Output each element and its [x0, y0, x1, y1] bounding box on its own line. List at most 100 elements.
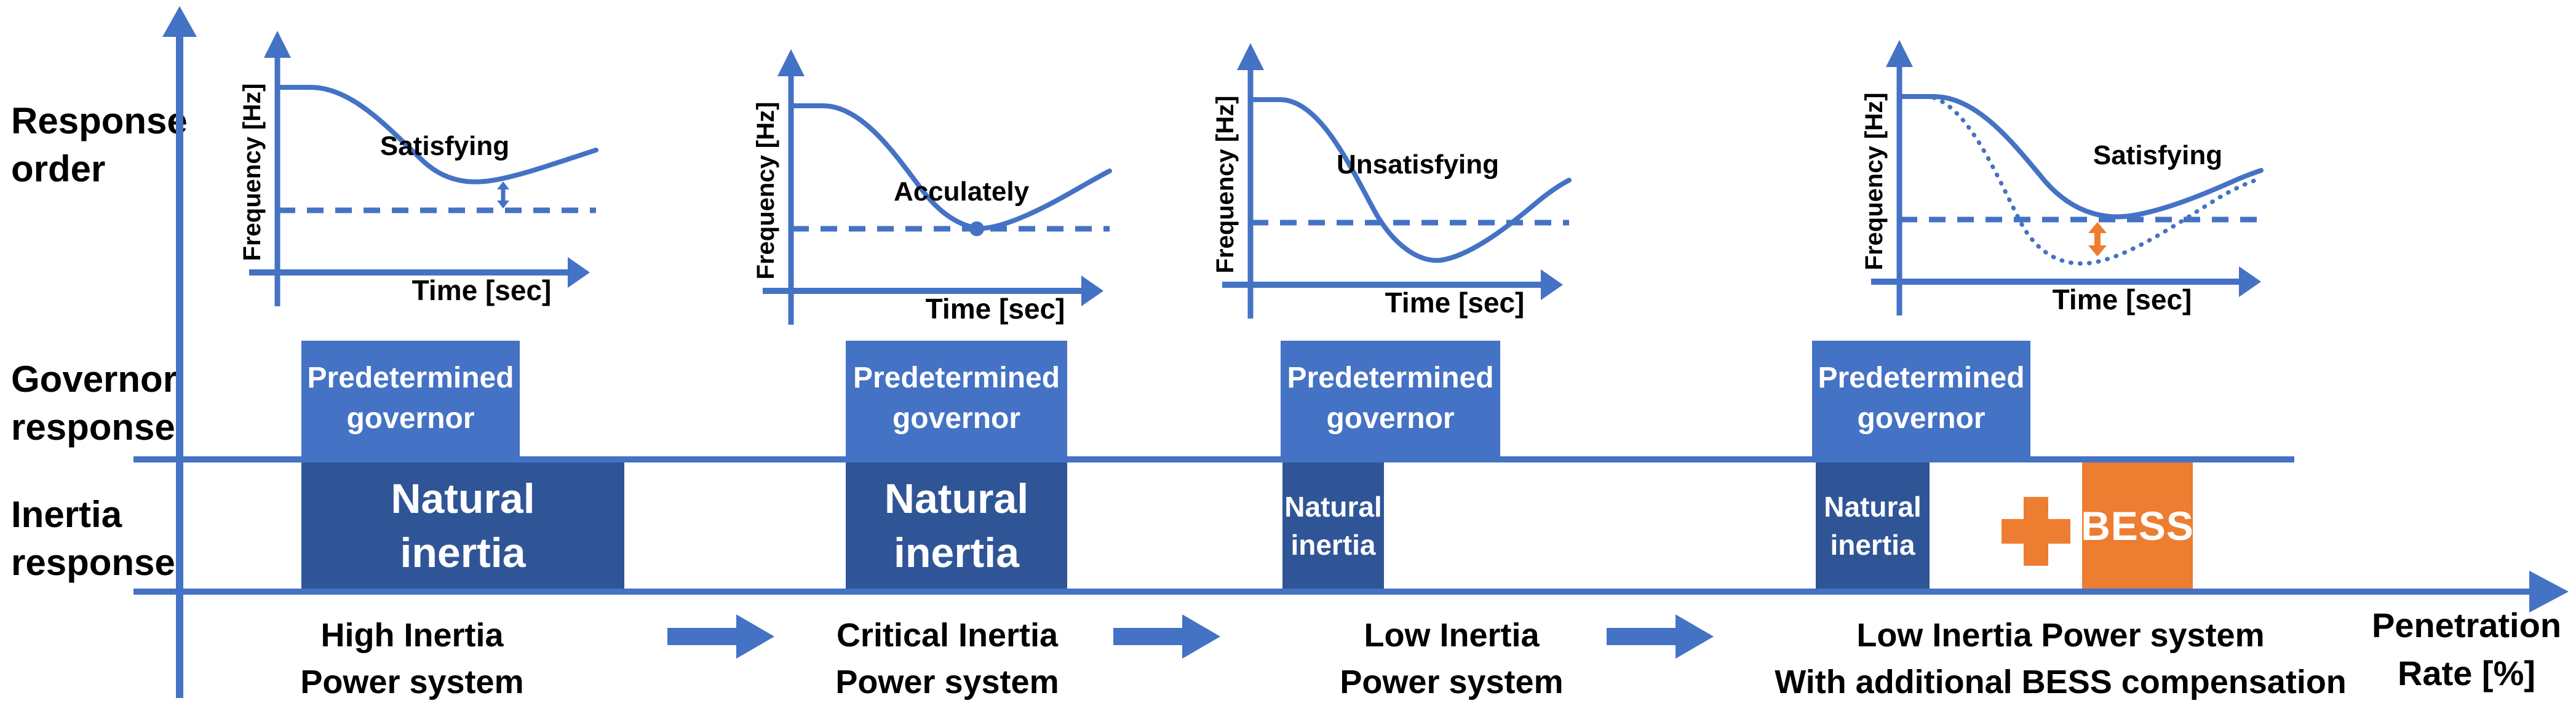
arrow-head [1676, 614, 1714, 659]
arrow-head [1182, 614, 1220, 659]
chart-xlabel: Time [sec] [1385, 287, 1525, 319]
governor-box-line1: Predetermined [1818, 362, 2025, 394]
transition-arrow-icon-3 [1607, 614, 1714, 659]
arrow-body [667, 628, 736, 645]
inertia-box-line2: inertia [893, 529, 1020, 576]
governor-box-line1: Predetermined [853, 362, 1060, 394]
nadir-dot-icon [969, 221, 984, 236]
inertia-box-line2: inertia [400, 529, 526, 576]
inertia-box-group3: Natural inertia [1282, 462, 1384, 589]
arrow-body [1607, 628, 1676, 645]
inertia-box-group1: Natural inertia [301, 462, 624, 589]
governor-box-group2: Predetermined governor [846, 341, 1067, 456]
inertia-box-line1: Natural [1824, 490, 1922, 523]
frequency-chart-high-inertia: Frequency [Hz] Time [sec] Satisfying [242, 31, 598, 306]
caption-line1: Low Inertia Power system [1856, 617, 2265, 654]
right-arrow-icon [2529, 571, 2569, 613]
chart-xaxis-arrow-icon [568, 257, 590, 288]
frequency-chart-low-inertia: Frequency [Hz] Time [sec] Unsatisfying [1215, 43, 1572, 319]
chart-xlabel: Time [sec] [412, 274, 552, 306]
arrow-body [1113, 628, 1182, 645]
up-arrow-icon [162, 6, 197, 37]
governor-box-line2: governor [346, 402, 475, 435]
inertia-box-line1: Natural [391, 475, 535, 522]
governor-box-line2: governor [1326, 402, 1455, 435]
bess-compensation-arrow-down-icon [2088, 245, 2107, 256]
chart-yaxis-arrow-icon [1237, 43, 1264, 70]
governor-box-line1: Predetermined [1287, 362, 1494, 394]
inertia-box-line2: inertia [1290, 528, 1376, 561]
chart-annotation: Satisfying [380, 131, 509, 161]
governor-box-group1: Predetermined governor [301, 341, 520, 456]
chart-xaxis-arrow-icon [1541, 269, 1563, 300]
caption-line2: Power system [1340, 664, 1564, 700]
caption-group3: Low Inertia Power system [1340, 612, 1563, 705]
penetration-axis-line [133, 589, 2532, 595]
chart-yaxis-arrow-icon [1886, 40, 1913, 67]
penetration-rate-line1: Penetration [2371, 606, 2562, 645]
caption-group1: High Inertia Power system [300, 612, 523, 705]
chart-ylabel: Frequency [Hz] [1864, 93, 1888, 271]
inertia-box-group2: Natural inertia [846, 462, 1067, 589]
chart-annotation: Unsatisfying [1337, 149, 1499, 180]
frequency-curve [789, 103, 1112, 231]
chart-ylabel: Frequency [Hz] [1215, 96, 1239, 274]
bess-box-label: BESS [2081, 502, 2194, 549]
inertia-response-line1: Inertia [11, 494, 122, 535]
governor-box-group3: Predetermined governor [1281, 341, 1500, 456]
caption-group2: Critical Inertia Power system [835, 612, 1059, 705]
compensated-frequency-curve [1897, 94, 2264, 220]
inertia-response-line2: response [11, 542, 175, 583]
plus-icon [2002, 497, 2070, 566]
transition-arrow-icon-2 [1113, 614, 1220, 659]
frequency-chart-bess-compensated: Frequency [Hz] Time [sec] Satisfying [1864, 40, 2264, 315]
caption-line1: Low Inertia [1364, 617, 1540, 654]
arrow-head [736, 614, 774, 659]
response-order-axis [176, 34, 183, 698]
transition-arrow-icon-1 [667, 614, 774, 659]
caption-line2: With additional BESS compensation [1775, 664, 2347, 700]
penetration-rate-line2: Rate [%] [2397, 654, 2536, 692]
response-order-line2: order [11, 148, 106, 189]
inertia-box-line1: Natural [884, 475, 1029, 522]
inertia-box-line1: Natural [1284, 490, 1382, 523]
plus-icon-horizontal-bar [2002, 519, 2070, 544]
chart-yaxis-arrow-icon [777, 49, 805, 76]
inertia-box-line2: inertia [1830, 528, 1915, 561]
inertia-box-group4: Natural inertia [1816, 462, 1930, 589]
nadir-gap-arrow-up-icon [497, 181, 509, 189]
chart-annotation: Satisfying [2093, 140, 2222, 170]
governor-response-line2: response [11, 407, 175, 448]
chart-annotation: Acculately [894, 177, 1030, 207]
bess-compensation-arrow-up-icon [2088, 222, 2107, 233]
nadir-gap-arrow-down-icon [497, 200, 509, 208]
governor-box-line2: governor [892, 402, 1021, 435]
frequency-curve [275, 85, 598, 184]
caption-group4: Low Inertia Power system With additional… [1775, 612, 2347, 705]
caption-line1: High Inertia [320, 617, 504, 654]
response-order-label: Response order [11, 97, 188, 193]
caption-line2: Power system [835, 664, 1059, 700]
chart-yaxis-arrow-icon [264, 31, 291, 58]
governor-box-group4: Predetermined governor [1812, 341, 2030, 456]
frequency-chart-critical-inertia: Frequency [Hz] Time [sec] Acculately [755, 49, 1112, 325]
inertia-response-label: Inertia response [11, 491, 175, 587]
chart-xlabel: Time [sec] [926, 293, 1065, 325]
governor-inertia-divider-line [133, 456, 2294, 462]
caption-line2: Power system [300, 664, 524, 700]
caption-line1: Critical Inertia [836, 617, 1059, 654]
governor-box-line1: Predetermined [307, 362, 514, 394]
bess-box: BESS [2081, 462, 2194, 589]
frequency-curve [1248, 97, 1572, 263]
governor-response-label: Governor response [11, 355, 177, 451]
chart-ylabel: Frequency [Hz] [755, 102, 779, 280]
chart-xlabel: Time [sec] [2053, 284, 2192, 315]
chart-ylabel: Frequency [Hz] [242, 84, 266, 261]
chart-xaxis-arrow-icon [1081, 276, 1103, 306]
penetration-rate-label: Penetration Rate [%] [2372, 601, 2561, 697]
governor-response-line1: Governor [11, 359, 178, 400]
chart-xaxis-arrow-icon [2239, 266, 2261, 297]
governor-box-line2: governor [1857, 402, 1986, 435]
response-order-line1: Response [11, 100, 188, 141]
